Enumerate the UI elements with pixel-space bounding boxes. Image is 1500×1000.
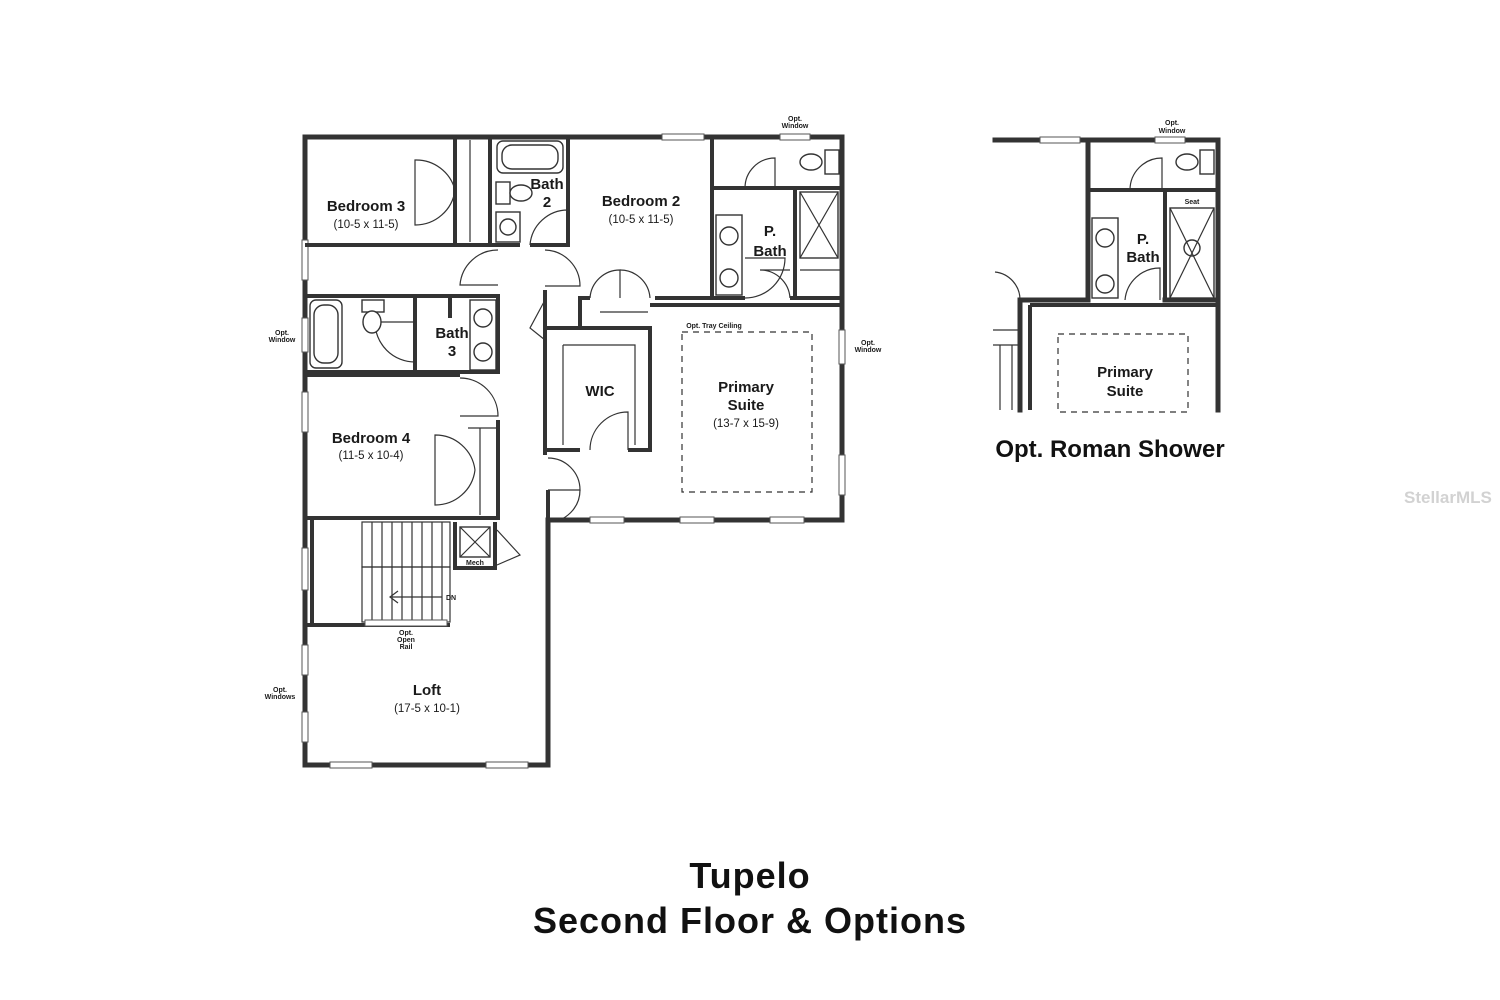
opt-window-right-line1: Opt. [861, 340, 875, 347]
opt-window-option-line1: Opt. [1165, 120, 1179, 127]
option-primary-line1: Primary [1097, 364, 1154, 381]
plan-title: Tupelo [689, 855, 811, 896]
opt-window-left-line1: Opt. [275, 330, 289, 337]
opt-window-left-line2: Window [269, 337, 296, 344]
room-labels: Bedroom 3 (10-5 x 11-5) Bath 2 Bedroom 2… [327, 176, 787, 715]
plan-notes: Opt. Window Opt. Window Opt. Window Opt.… [265, 116, 1200, 701]
bedroom4-name: Bedroom 4 [332, 430, 411, 447]
opt-window-right-line2: Window [855, 347, 882, 354]
opt-window-option-line2: Window [1159, 128, 1186, 135]
bedroom4-dims: (11-5 x 10-4) [339, 450, 404, 462]
pbath-name-line2: Bath [753, 243, 786, 260]
stairs-dn-note: DN [446, 595, 456, 602]
option-pbath-line2: Bath [1126, 249, 1159, 266]
mech-label: Mech [466, 560, 484, 567]
interior-walls [305, 137, 842, 627]
wic-name: WIC [585, 383, 614, 400]
watermark: StellarMLS [1404, 488, 1492, 507]
opt-window-top-line2: Window [782, 123, 809, 130]
door-swings [374, 157, 791, 566]
tray-ceiling-outline [681, 331, 813, 493]
option-room-labels: P. Bath Primary Suite [1097, 231, 1160, 400]
bedroom2-name: Bedroom 2 [602, 193, 680, 210]
bedroom3-name: Bedroom 3 [327, 198, 405, 215]
bath2-name-line2: 2 [543, 194, 551, 211]
primary-dims: (13-7 x 15-9) [713, 418, 779, 430]
opt-open-rail-line2: Open [397, 637, 415, 644]
opt-windows-line1: Opt. [273, 687, 287, 694]
bath3-name-line1: Bath [435, 325, 468, 342]
windows [301, 133, 846, 769]
option-roman-shower-plan [992, 136, 1221, 413]
opt-open-rail-line3: Rail [400, 644, 413, 651]
loft-dims: (17-5 x 10-1) [394, 703, 460, 715]
bath2-name-line1: Bath [530, 176, 563, 193]
bath-fixtures [309, 140, 840, 558]
opt-window-top-line1: Opt. [788, 116, 802, 123]
staircase [361, 521, 451, 627]
opt-tray-ceiling-note: Opt. Tray Ceiling [686, 323, 742, 330]
opt-open-rail-line1: Opt. [399, 630, 413, 637]
closet-details [468, 140, 648, 515]
primary-name-line2: Suite [728, 397, 765, 414]
primary-name-line1: Primary [718, 379, 775, 396]
option-title: Opt. Roman Shower [995, 436, 1225, 463]
loft-name: Loft [413, 682, 441, 699]
bedroom2-dims: (10-5 x 11-5) [609, 214, 674, 226]
option-pbath-line1: P. [1137, 231, 1149, 248]
seat-note: Seat [1185, 199, 1200, 206]
bath3-name-line2: 3 [448, 343, 456, 360]
plan-subtitle: Second Floor & Options [533, 900, 967, 941]
option-primary-line2: Suite [1107, 383, 1144, 400]
pbath-name-line1: P. [764, 223, 776, 240]
bedroom3-dims: (10-5 x 11-5) [334, 219, 399, 231]
opt-windows-line2: Windows [265, 694, 296, 701]
